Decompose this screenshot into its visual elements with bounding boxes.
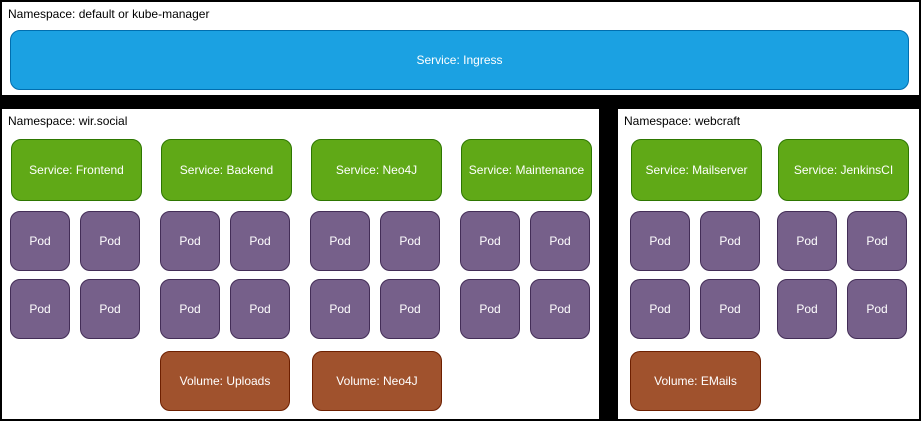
service-node: Service: Frontend	[11, 139, 142, 201]
pod-node: Pod	[310, 279, 370, 339]
pod-node: Pod	[230, 279, 290, 339]
service-node: Service: Mailserver	[631, 139, 762, 201]
pod-node: Pod	[460, 279, 520, 339]
pod-node: Pod	[630, 211, 690, 271]
pod-node: Pod	[10, 279, 70, 339]
pod-node: Pod	[530, 279, 590, 339]
pod-node: Pod	[700, 279, 760, 339]
namespace-label-wir-social: Namespace: wir.social	[8, 114, 128, 128]
pod-node: Pod	[460, 211, 520, 271]
pod-node: Pod	[530, 211, 590, 271]
volume-node: Volume: EMails	[630, 351, 761, 411]
service-ingress-node: Service: Ingress	[10, 30, 909, 90]
pod-node: Pod	[847, 279, 907, 339]
namespace-label-webcraft: Namespace: webcraft	[624, 114, 741, 128]
volume-node: Volume: Neo4J	[312, 351, 442, 411]
namespace-label-default-kube-manager: Namespace: default or kube-manager	[8, 7, 210, 21]
pod-node: Pod	[80, 211, 140, 271]
volume-node: Volume: Uploads	[160, 351, 290, 411]
pod-node: Pod	[10, 211, 70, 271]
service-node: Service: Neo4J	[311, 139, 442, 201]
service-node: Service: JenkinsCI	[778, 139, 909, 201]
service-node: Service: Backend	[161, 139, 292, 201]
pod-node: Pod	[310, 211, 370, 271]
pod-node: Pod	[700, 211, 760, 271]
namespace-panel-default-kube-manager: Namespace: default or kube-manager Servi…	[2, 2, 919, 95]
pod-node: Pod	[80, 279, 140, 339]
pod-node: Pod	[230, 211, 290, 271]
pod-node: Pod	[380, 211, 440, 271]
pod-node: Pod	[380, 279, 440, 339]
pod-node: Pod	[160, 279, 220, 339]
pod-node: Pod	[847, 211, 907, 271]
pod-node: Pod	[777, 211, 837, 271]
pod-node: Pod	[630, 279, 690, 339]
service-node: Service: Maintenance	[461, 139, 592, 201]
pod-node: Pod	[777, 279, 837, 339]
pod-node: Pod	[160, 211, 220, 271]
